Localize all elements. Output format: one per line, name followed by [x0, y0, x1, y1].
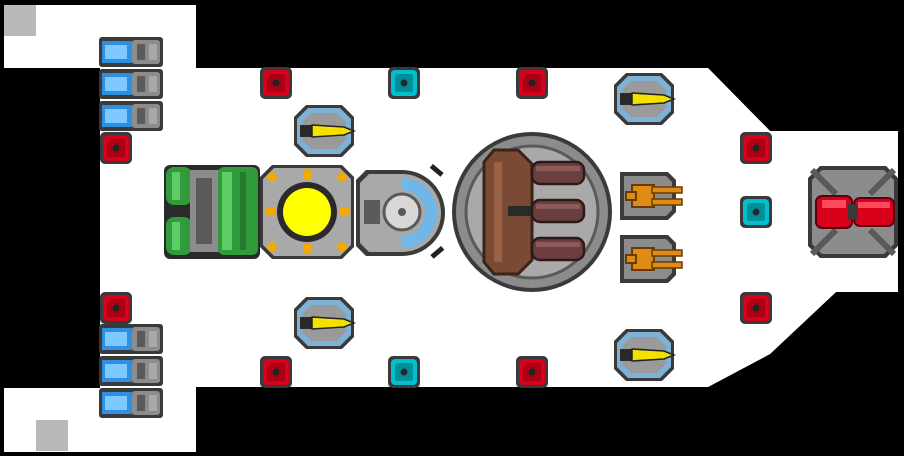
blip-red-2[interactable] — [516, 67, 548, 99]
blip-cyan-2[interactable] — [388, 356, 420, 388]
thruster-top-2[interactable] — [99, 69, 163, 99]
blip-red-3[interactable] — [100, 132, 132, 164]
orange-gun-top[interactable] — [619, 171, 683, 221]
orange-gun-bottom[interactable] — [619, 234, 683, 284]
blip-red-8[interactable] — [740, 292, 772, 324]
blip-cyan-1[interactable] — [388, 67, 420, 99]
red-missile-launcher[interactable] — [808, 166, 898, 258]
laser-turret-bottom-right[interactable] — [613, 328, 675, 382]
thruster-top-3[interactable] — [99, 101, 163, 131]
thruster-bottom-2[interactable] — [99, 356, 163, 386]
blip-red-1[interactable] — [260, 67, 292, 99]
thruster-top-1[interactable] — [99, 37, 163, 67]
blip-red-6[interactable] — [516, 356, 548, 388]
blip-red-7[interactable] — [740, 132, 772, 164]
thruster-bottom-1[interactable] — [99, 324, 163, 354]
corner-marker-bottom — [36, 420, 68, 451]
laser-turret-bottom-left[interactable] — [293, 296, 355, 350]
corner-marker-top — [4, 5, 36, 36]
blip-red-5[interactable] — [260, 356, 292, 388]
yellow-core-module[interactable] — [260, 165, 354, 259]
reactor-core-icon — [283, 188, 331, 236]
shield-dome[interactable] — [356, 163, 445, 259]
thruster-bottom-3[interactable] — [99, 388, 163, 418]
blip-red-4[interactable] — [100, 292, 132, 324]
blip-cyan-3[interactable] — [740, 196, 772, 228]
triple-barrel-cannon[interactable] — [452, 132, 612, 292]
laser-turret-top-right[interactable] — [613, 72, 675, 126]
laser-turret-top-left[interactable] — [293, 104, 355, 158]
green-reactor[interactable] — [164, 165, 260, 259]
